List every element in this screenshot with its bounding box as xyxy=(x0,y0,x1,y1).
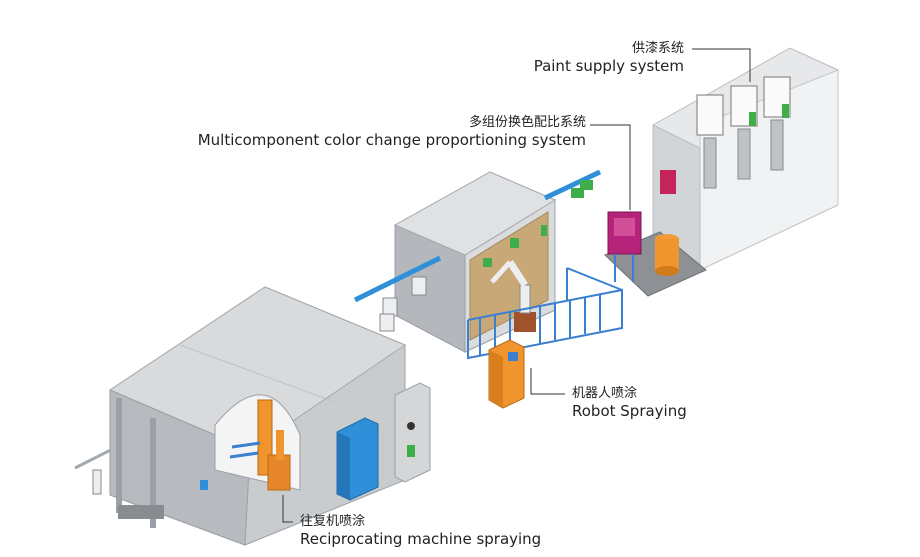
robot-booth xyxy=(379,171,557,353)
control-cabinet-icon xyxy=(488,339,525,409)
control-cabinet-icon xyxy=(336,382,431,501)
callout-paint-supply-en: Paint supply system xyxy=(533,57,684,75)
callout-multicomponent-zh: 多组份换色配比系统 xyxy=(468,115,586,130)
callout-robot-spraying-zh: 机器人喷涂 xyxy=(572,386,638,401)
callout-reciprocating: 往复机喷涂 Reciprocating machine spraying xyxy=(300,513,541,549)
callout-paint-supply-zh: 供漆系统 xyxy=(631,41,684,56)
reciprocator-icon xyxy=(229,399,291,491)
control-box-icon xyxy=(660,170,676,194)
paint-pump-icon xyxy=(696,76,791,189)
callout-paint-supply: 供漆系统 Paint supply system xyxy=(534,40,684,76)
leader-lines xyxy=(282,48,751,523)
paint-supply-room xyxy=(652,47,839,271)
callout-reciprocating-zh: 往复机喷涂 xyxy=(300,514,366,529)
reciprocating-booth xyxy=(92,286,407,546)
callout-robot-spraying: 机器人喷涂 Robot Spraying xyxy=(572,385,687,421)
robot-arm-icon xyxy=(490,260,536,332)
callout-multicomponent: 多组份换色配比系统 Multicomponent color change pr… xyxy=(198,114,586,150)
callout-robot-spraying-en: Robot Spraying xyxy=(572,402,687,420)
callout-multicomponent-en: Multicomponent color change proportionin… xyxy=(197,131,586,149)
color-change-unit xyxy=(607,211,642,282)
callout-reciprocating-en: Reciprocating machine spraying xyxy=(300,530,542,548)
